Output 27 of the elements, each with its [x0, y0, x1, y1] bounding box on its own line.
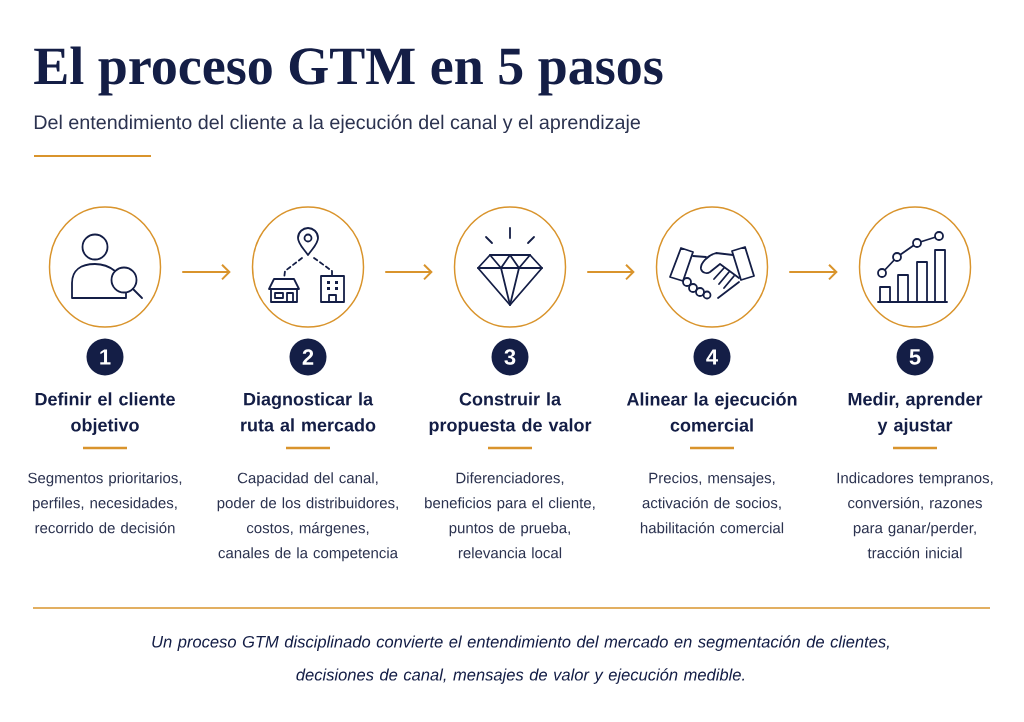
step-heading: Diagnosticar la ruta al mercado — [241, 392, 376, 432]
icon-circle — [453, 206, 567, 328]
step-description: Capacidad del canal, poder de los distribuidores, costos, márgenes, canales de la competencia — [217, 472, 398, 562]
subtitle: Del entendimiento del cliente a la ejecución del canal y el aprendizaje — [34, 114, 640, 134]
step-heading: Construir la propuesta de valor — [429, 392, 592, 436]
number-badge: 4 — [693, 338, 731, 376]
step-description: Precios, mensajes, activación de socios, habilitación comercial — [640, 472, 784, 534]
step-description: Segmentos prioritarios, perfiles, necesidades, recorrido de decisión — [28, 472, 182, 534]
icon-circle — [858, 206, 972, 328]
arrow — [586, 263, 635, 281]
step-heading: Alinear la ejecución comercial — [626, 392, 797, 432]
step-description: Diferenciadores, beneficios para el cliente, puntos de prueba, relevancia local — [425, 472, 595, 559]
step-description: Indicadores tempranos, conversión, razones para ganar/perder, tracción inicial — [837, 472, 993, 559]
step-heading: Definir el cliente objetivo — [35, 392, 175, 436]
icon-circle — [655, 206, 769, 328]
step-heading: Medir, aprender y ajustar — [848, 392, 983, 436]
icon-circle — [48, 206, 162, 328]
number-badge: 5 — [896, 338, 934, 376]
title: El proceso GTM en 5 pasos — [34, 46, 663, 96]
icon-circle — [251, 206, 365, 328]
arrow — [384, 263, 433, 281]
caption: Un proceso GTM disciplinado convierte el entendimiento del mercado en segmentación de clientes, decisiones de canal, mensajes de valor y ejecución medible. — [152, 635, 889, 684]
arrow — [788, 263, 838, 281]
number-badge: 1 — [86, 338, 124, 376]
number-badge: 2 — [289, 338, 327, 376]
arrow — [181, 263, 231, 281]
number-badge: 3 — [491, 338, 529, 376]
